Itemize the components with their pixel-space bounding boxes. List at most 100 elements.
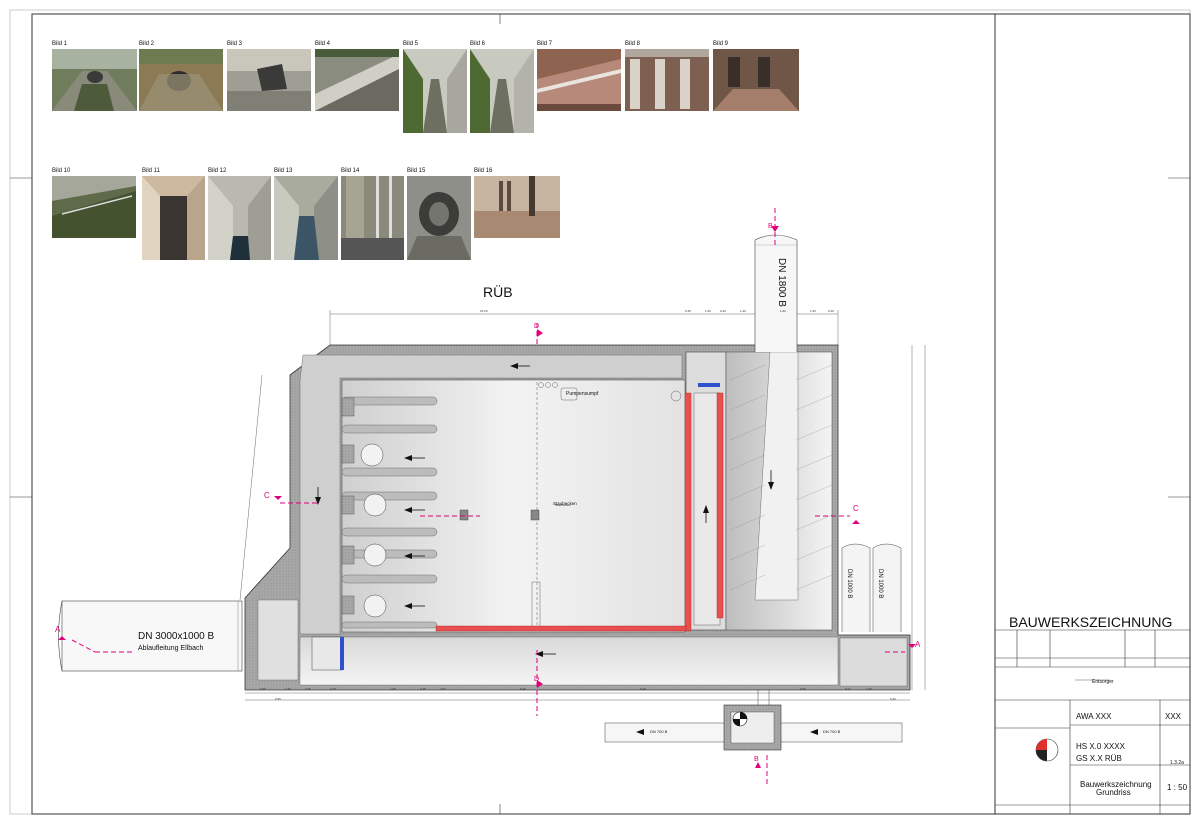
outlet-pipe-name: Ablaufleitung Ellbach [138, 645, 204, 652]
section-marker-b-top: B [768, 223, 773, 230]
photo-bild-13 [274, 176, 338, 260]
photo-label-6: Bild 6 [470, 41, 486, 47]
svg-text:0,40: 0,40 [720, 309, 726, 313]
section-marker-c-left: C [264, 491, 270, 500]
section-marker-d-top: D [534, 323, 540, 330]
photo-bild-1 [52, 49, 137, 111]
photo-strip-row-2 [52, 176, 560, 260]
outlet-pipe-label: DN 3000x1000 B [138, 631, 215, 642]
svg-text:0,35: 0,35 [420, 687, 426, 691]
dn1000-pipes [841, 543, 902, 632]
photo-label-11: Bild 11 [142, 168, 160, 174]
photo-label-2: Bild 2 [139, 41, 155, 47]
photo-label-14: Bild 14 [341, 168, 360, 174]
title-block-heading: BAUWERKSZEICHNUNG [1009, 614, 1173, 630]
photo-bild-8 [625, 49, 709, 111]
title-block-frame [995, 629, 1190, 814]
svg-text:Staubecken: Staubecken [555, 503, 571, 507]
photo-label-12: Bild 12 [208, 168, 227, 174]
photo-label-8: Bild 8 [625, 41, 641, 47]
svg-text:0,27: 0,27 [845, 687, 851, 691]
dn700-label-left: DN 700 B [650, 729, 668, 734]
dn700-pipes [604, 690, 903, 743]
lower-channel-floor [299, 636, 839, 686]
section-marker-a-right: A [915, 640, 921, 649]
main-basin-floor [341, 379, 686, 633]
outlet-pipe [58, 600, 243, 672]
manhole-chamber [723, 704, 782, 751]
photo-label-9: Bild 9 [713, 41, 729, 47]
svg-text:4,75: 4,75 [330, 687, 336, 691]
project-number: XXX [1165, 712, 1182, 721]
photo-label-10: Bild 10 [52, 168, 71, 174]
plan-title: RÜB [483, 284, 513, 300]
engineering-logo [1035, 738, 1059, 762]
svg-text:1,50: 1,50 [285, 687, 291, 691]
title-line-2: GS X.X RÜB [1076, 754, 1122, 763]
photo-bild-15 [407, 176, 471, 260]
photo-bild-7 [537, 49, 621, 111]
photo-bild-2 [139, 49, 223, 111]
pump-openings [360, 443, 387, 618]
svg-text:15,20: 15,20 [480, 309, 488, 313]
pump-sump-label: Pumpensumpf [566, 391, 599, 397]
svg-text:1,60: 1,60 [810, 309, 816, 313]
section-marker-b-bottom: B [754, 756, 759, 763]
title-line-1: HS X.0 XXXX [1076, 742, 1125, 751]
photo-bild-11 [142, 176, 205, 260]
photo-bild-6 [470, 49, 534, 133]
svg-text:1,00: 1,00 [866, 687, 872, 691]
project-code: AWA XXX [1076, 712, 1112, 721]
dn1000-label-1: DN 1000 B [846, 569, 852, 599]
sheet-number: 1.3.2a [1170, 760, 1184, 766]
svg-text:6,40: 6,40 [520, 687, 526, 691]
section-marker-a-left: A [55, 625, 61, 634]
photo-strip-row-1 [52, 49, 799, 133]
drawing-scale: 1 : 50 [1167, 783, 1188, 792]
photo-label-4: Bild 4 [315, 41, 331, 47]
left-channel-floor [299, 354, 683, 635]
drawing-title-2: Grundriss [1096, 788, 1131, 797]
svg-text:0,40: 0,40 [828, 309, 834, 313]
svg-text:1,40: 1,40 [740, 309, 746, 313]
svg-text:0,35: 0,35 [685, 309, 691, 313]
svg-text:0,35: 0,35 [260, 687, 266, 691]
photo-label-3: Bild 3 [227, 41, 243, 47]
inlet-pipe-label: DN 1800 B [776, 258, 787, 307]
weir-overflow-edges [435, 392, 724, 632]
photo-label-16: Bild 16 [474, 168, 493, 174]
dn700-label-right: DN 700 B [823, 729, 841, 734]
photo-bild-9 [713, 49, 799, 111]
basin-label: Staubecken [553, 501, 577, 506]
photo-label-15: Bild 15 [407, 168, 426, 174]
photo-bild-5 [403, 49, 467, 133]
photo-label-7: Bild 7 [537, 41, 553, 47]
svg-text:1,60: 1,60 [780, 309, 786, 313]
svg-text:0,35: 0,35 [305, 687, 311, 691]
photo-label-1: Bild 1 [52, 41, 68, 47]
sheet-frame [9, 9, 1191, 815]
photo-bild-12 [208, 176, 271, 260]
svg-text:1,00: 1,00 [705, 309, 711, 313]
svg-text:0,40: 0,40 [890, 697, 896, 701]
svg-text:1,05: 1,05 [390, 687, 396, 691]
svg-text:0,40: 0,40 [640, 687, 646, 691]
photo-bild-3 [227, 49, 311, 111]
svg-text:6,50: 6,50 [800, 687, 806, 691]
plan-drawing: 15,20 0,35 1,00 0,40 1,40 1,60 1,60 0,40 0,35… [58, 208, 926, 785]
dn1000-label-2: DN 1000 B [877, 569, 883, 599]
entsorger-label: Entsorger [1092, 679, 1114, 685]
section-marker-d-bottom: D [534, 676, 540, 683]
section-marker-c-right: C [853, 504, 859, 513]
photo-bild-10 [52, 176, 136, 238]
drawing-title-1: Bauwerkszeichnung [1080, 780, 1152, 789]
svg-text:2,37: 2,37 [440, 687, 446, 691]
photo-bild-4 [315, 49, 399, 111]
photo-bild-14 [341, 176, 404, 260]
outlet-fingers [341, 396, 438, 629]
photo-label-5: Bild 5 [403, 41, 419, 47]
photo-bild-16 [474, 176, 560, 238]
svg-text:6,95: 6,95 [275, 697, 281, 701]
photo-label-13: Bild 13 [274, 168, 293, 174]
